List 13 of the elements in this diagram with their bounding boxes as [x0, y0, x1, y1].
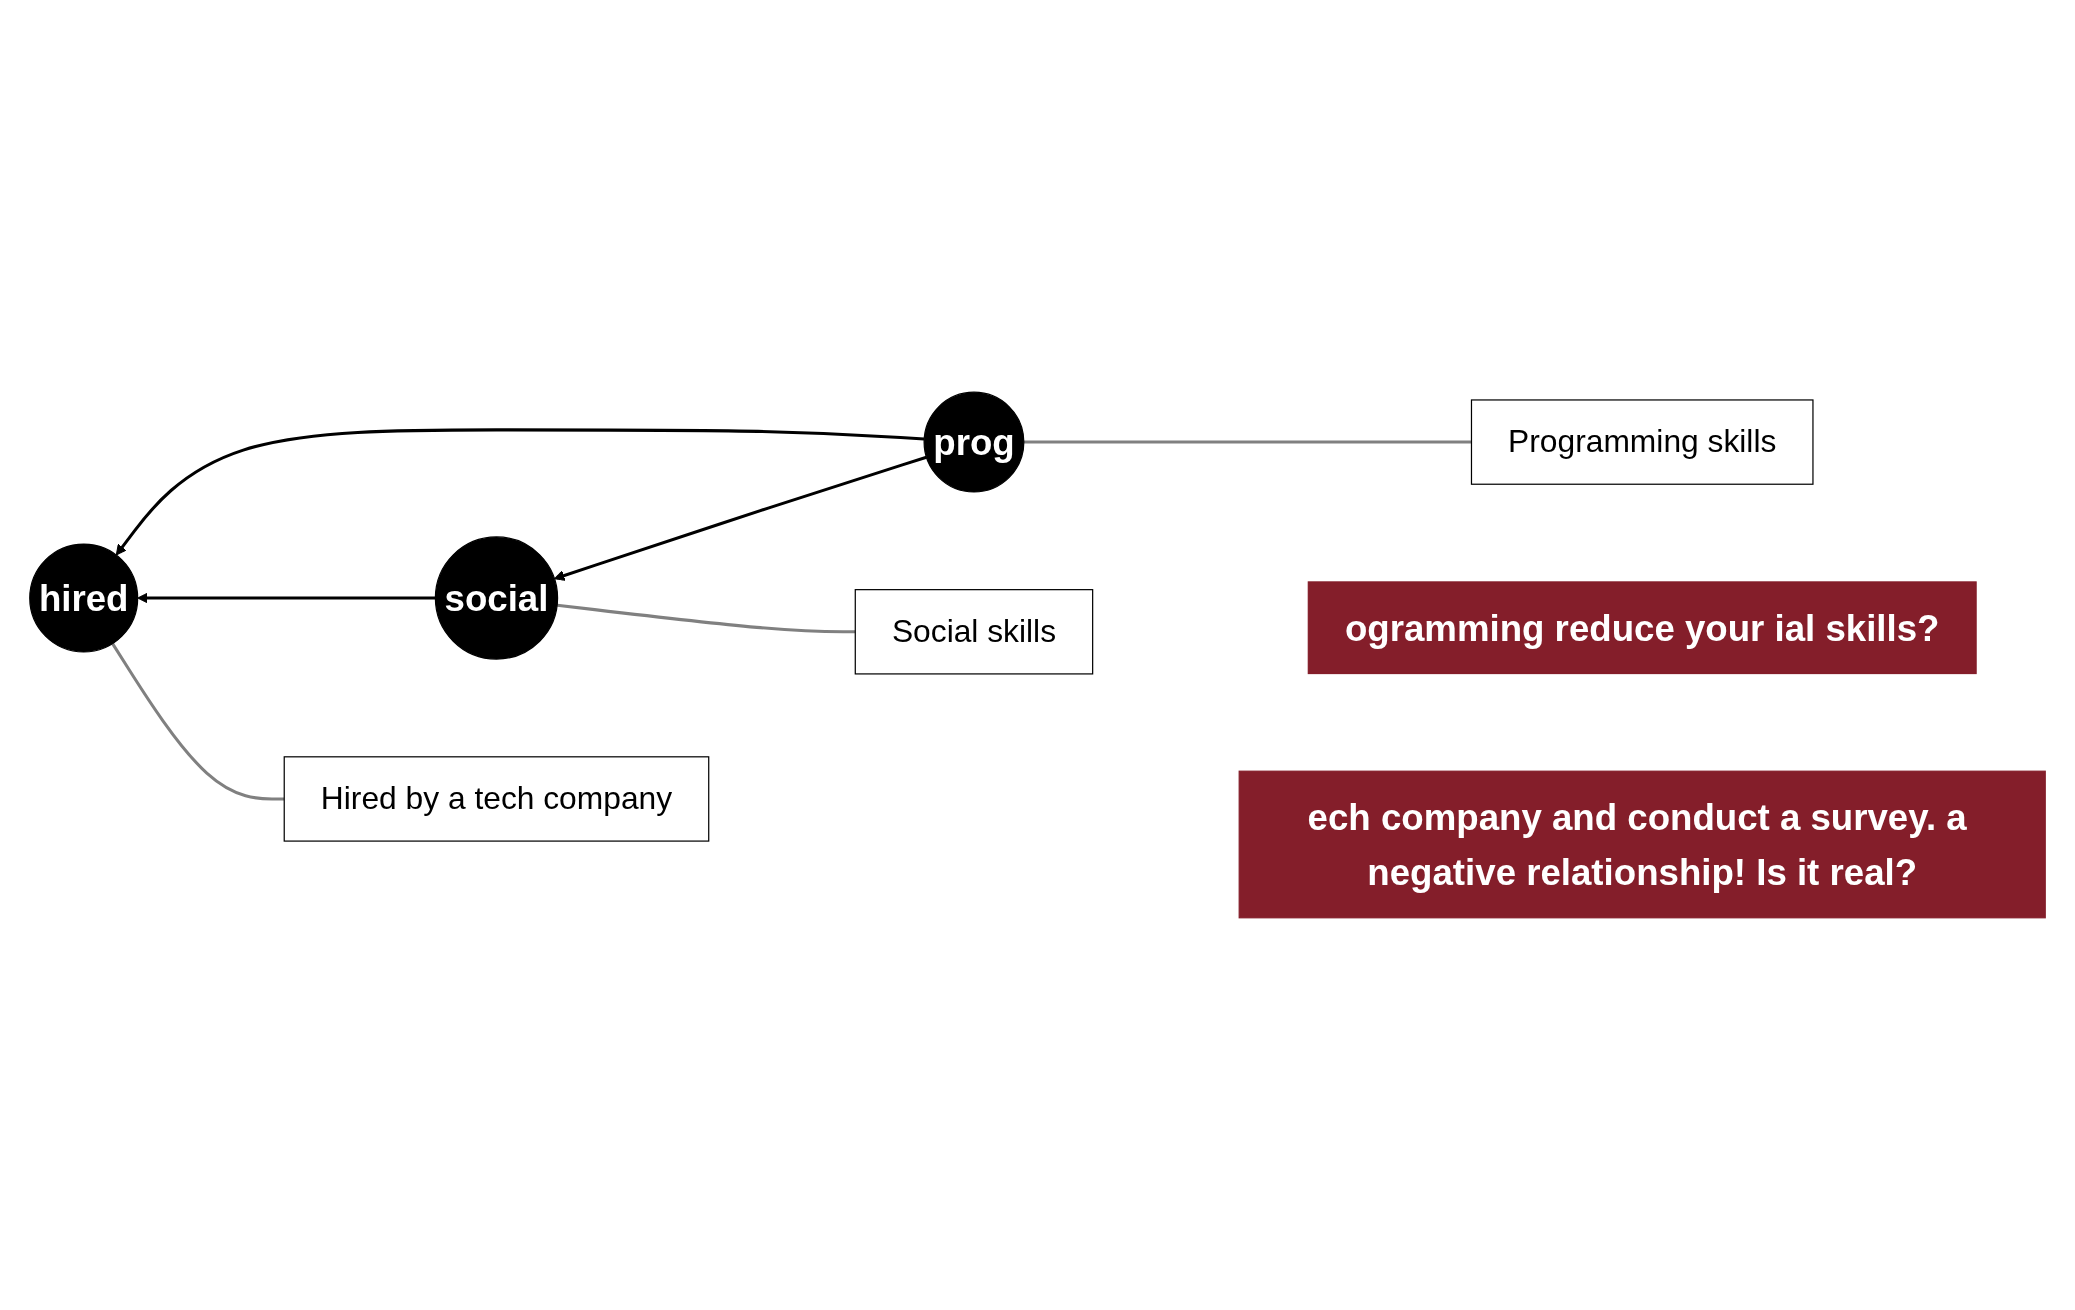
arrow — [137, 592, 436, 604]
arrow — [115, 428, 925, 556]
connector — [1023, 440, 1472, 444]
node-box: ech company and conduct a survey. a negative relationship! Is it real? — [1238, 770, 2046, 919]
node-box: Hired by a tech company — [283, 756, 710, 842]
connector — [111, 642, 285, 801]
node-box: Programming skills — [1470, 399, 1814, 485]
node-circle: social — [434, 536, 559, 660]
node-circle: prog — [923, 391, 1025, 493]
node-box: ogramming reduce your ial skills? — [1307, 581, 1977, 675]
arrow — [553, 455, 927, 581]
node-box: Social skills — [854, 589, 1094, 675]
node-circle: hired — [29, 543, 139, 653]
